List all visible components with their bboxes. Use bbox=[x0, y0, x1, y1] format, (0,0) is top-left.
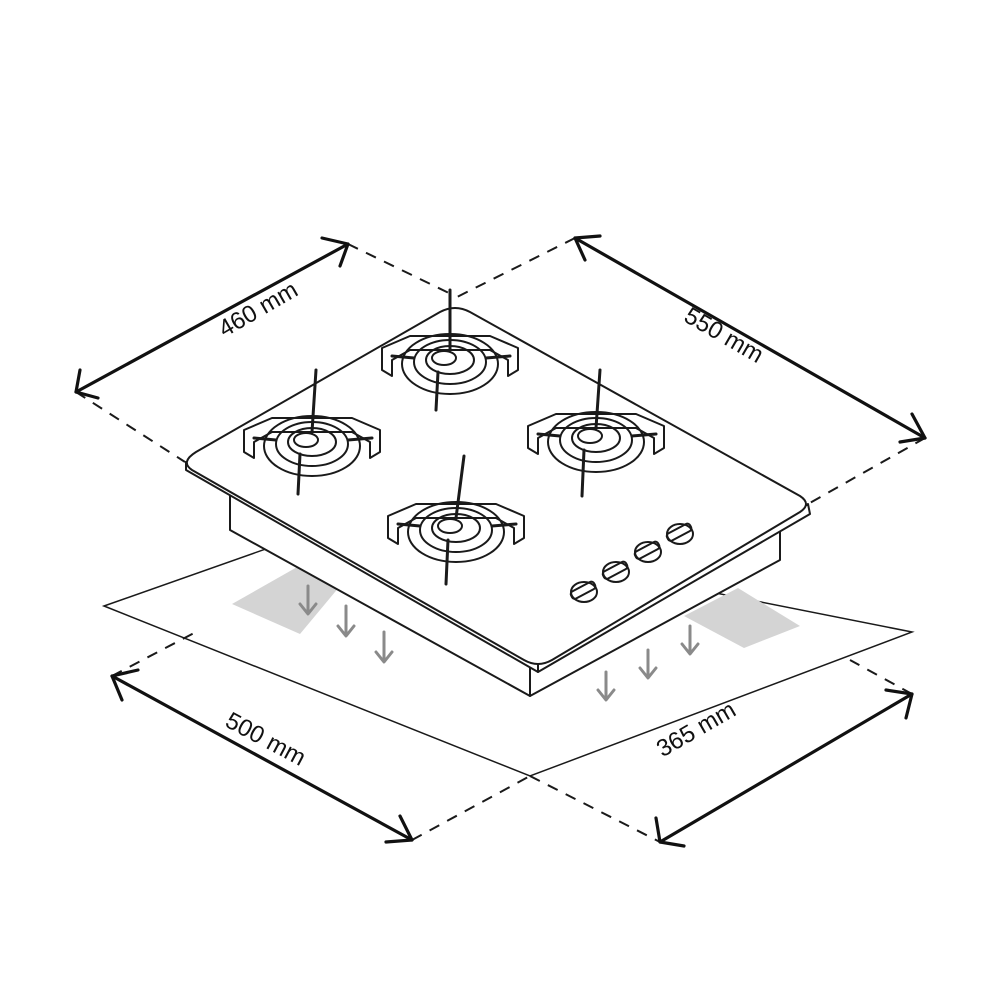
ext-top-right-a bbox=[454, 237, 576, 299]
control-knob-icon bbox=[601, 560, 630, 583]
down-arrow-icon bbox=[596, 670, 616, 702]
burners bbox=[243, 288, 665, 586]
airflow-arrows bbox=[298, 584, 700, 702]
control-knobs bbox=[569, 522, 694, 603]
control-knob-icon bbox=[633, 540, 662, 563]
down-arrow-icon bbox=[638, 648, 658, 680]
ext-top-right-b bbox=[807, 437, 926, 505]
down-arrow-icon bbox=[298, 584, 318, 616]
gas-burner-icon bbox=[243, 368, 381, 496]
down-arrow-icon bbox=[336, 604, 356, 638]
ext-bottom-right-a bbox=[529, 775, 661, 843]
dim-arrow-top-left bbox=[74, 236, 350, 400]
control-knob-icon bbox=[569, 580, 598, 603]
dim-label-depth-cutout: 365 mm bbox=[652, 696, 741, 763]
gas-burner-icon bbox=[381, 288, 519, 412]
vent-right bbox=[684, 588, 800, 648]
ext-top-left-a bbox=[347, 243, 456, 297]
ext-bottom-right-b bbox=[849, 659, 913, 695]
dim-arrow-top-right bbox=[573, 234, 927, 444]
gas-burner-icon bbox=[527, 368, 665, 498]
dim-label-width-cutout: 500 mm bbox=[221, 707, 310, 772]
down-arrow-icon bbox=[374, 630, 394, 664]
down-arrow-icon bbox=[680, 624, 700, 656]
control-knob-icon bbox=[665, 522, 694, 545]
ext-top-left-b bbox=[75, 391, 186, 463]
dim-label-depth-top: 550 mm bbox=[679, 302, 768, 369]
dim-arrow-bottom-right bbox=[654, 688, 914, 848]
extension-lines bbox=[75, 237, 926, 843]
ext-bottom-left-a bbox=[111, 631, 197, 677]
ext-bottom-left-b bbox=[411, 775, 531, 841]
gas-burner-icon bbox=[387, 454, 525, 586]
dim-arrow-bottom-left bbox=[110, 668, 414, 844]
dimension-arrows bbox=[74, 234, 927, 848]
glass-top bbox=[185, 307, 807, 665]
hob bbox=[185, 288, 811, 702]
